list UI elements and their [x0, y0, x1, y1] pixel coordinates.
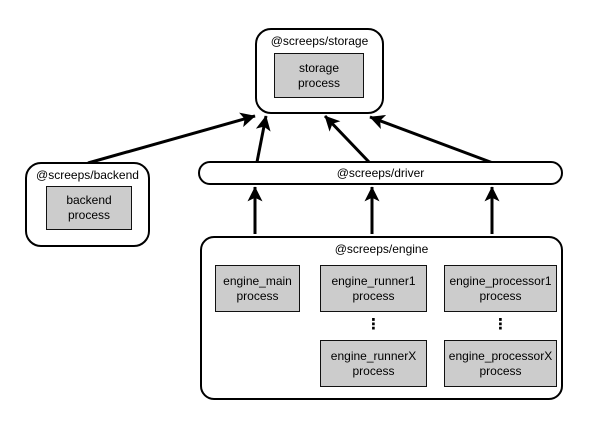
process-backend: backend process: [46, 186, 132, 230]
node-backend: @screeps/backend backend process: [25, 162, 150, 247]
process-engine-processor1: engine_processor1 process: [444, 265, 557, 312]
process-backend-name: backend: [66, 193, 112, 207]
process-engine-processor1-name: engine_processor1: [449, 273, 552, 288]
arrow-backend-to-storage: [87, 112, 256, 165]
process-engine-processorX-name: engine_processorX: [448, 348, 553, 363]
process-engine-runner1-name: engine_runner1: [331, 273, 416, 288]
process-storage-suffix: process: [297, 75, 341, 90]
process-engine-runnerX: engine_runnerX process: [320, 340, 427, 387]
process-engine-main: engine_main process: [215, 265, 300, 312]
process-engine-processorX-suffix: process: [479, 363, 522, 378]
process-engine-processorX: engine_processorX process: [444, 340, 557, 387]
process-engine-runnerX-suffix: process: [352, 363, 395, 378]
arrow-driver-to-storage: [369, 115, 494, 165]
arrow-driver-to-storage: [255, 115, 271, 163]
process-storage: storage process: [274, 53, 364, 98]
process-engine-runnerX-name: engine_runnerX: [330, 348, 417, 363]
node-engine: @screeps/engine engine_main process engi…: [200, 236, 563, 400]
process-engine-runner1-suffix: process: [352, 288, 395, 303]
node-engine-title: @screeps/engine: [334, 242, 429, 256]
process-engine-processor1-suffix: process: [479, 288, 522, 303]
arrow-driver-to-storage: [323, 114, 371, 164]
node-driver: @screeps/driver: [198, 161, 563, 185]
process-storage-name: storage: [298, 60, 340, 75]
node-storage-title: @screeps/storage: [270, 34, 369, 48]
process-engine-main-name: engine_main: [223, 273, 292, 288]
vertical-ellipsis-icon: ⋮: [493, 316, 508, 333]
node-backend-title: @screeps/backend: [36, 168, 139, 182]
node-storage: @screeps/storage storage process: [255, 28, 384, 114]
process-engine-runner1: engine_runner1 process: [320, 265, 427, 312]
vertical-ellipsis-icon: ⋮: [366, 316, 381, 333]
process-backend-suffix: process: [67, 208, 111, 222]
process-engine-main-suffix: process: [236, 288, 279, 303]
node-driver-title: @screeps/driver: [336, 165, 425, 180]
